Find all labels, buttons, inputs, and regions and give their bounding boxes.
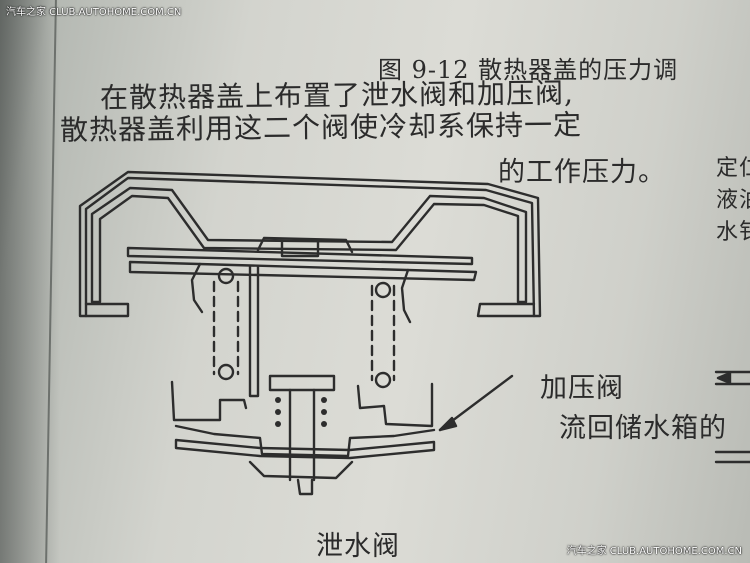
paragraph-line-3: 的工作压力。 — [498, 157, 666, 188]
plunger-tip — [296, 478, 314, 496]
cap-tab-left — [84, 302, 130, 318]
center-rivet — [280, 240, 320, 258]
spring-right — [370, 284, 396, 382]
watermark-bottom: 汽车之家 CLUB.AUTOHOME.COM.CN — [566, 546, 742, 557]
valve-body-left — [170, 380, 248, 422]
label-drain-valve: 泄水阀 — [316, 531, 400, 562]
spring-cap-left-bottom — [217, 363, 235, 381]
plunger-head — [268, 374, 336, 392]
side-text-3: 水钅 — [716, 220, 750, 245]
plunger-stem — [288, 388, 316, 482]
figure-caption: 图 9-12 散热器盖的压力调 — [378, 56, 679, 84]
cap-tab-right — [476, 302, 536, 318]
valve-body-right — [356, 382, 434, 428]
cap-shell-outer — [78, 170, 542, 318]
label-return-to-tank: 流回储水箱的 — [559, 413, 727, 444]
center-rod — [248, 264, 260, 398]
spring-left — [212, 280, 240, 376]
side-text-1: 定仁 — [716, 156, 750, 181]
seal-plate-lower — [128, 260, 478, 282]
pressure-valve-arrowhead — [438, 416, 458, 432]
stem-left — [190, 262, 204, 314]
plunger-skirt — [248, 460, 354, 480]
seal-plate-upper — [126, 246, 474, 266]
drain-spring — [275, 397, 327, 427]
spring-cap-right-top — [374, 281, 392, 299]
stem-right — [400, 268, 412, 324]
spring-cap-right-bottom — [374, 371, 392, 389]
watermark-top: 汽车之家 CLUB.AUTOHOME.COM.CN — [6, 7, 182, 18]
label-pressure-valve: 加压阀 — [540, 373, 624, 404]
side-text-2: 液泊 — [716, 188, 750, 213]
return-arrow — [716, 371, 732, 385]
center-boss — [256, 236, 354, 254]
spring-cap-left-top — [217, 267, 235, 285]
valve-seat — [174, 424, 436, 458]
cap-shell-inner — [90, 186, 528, 304]
